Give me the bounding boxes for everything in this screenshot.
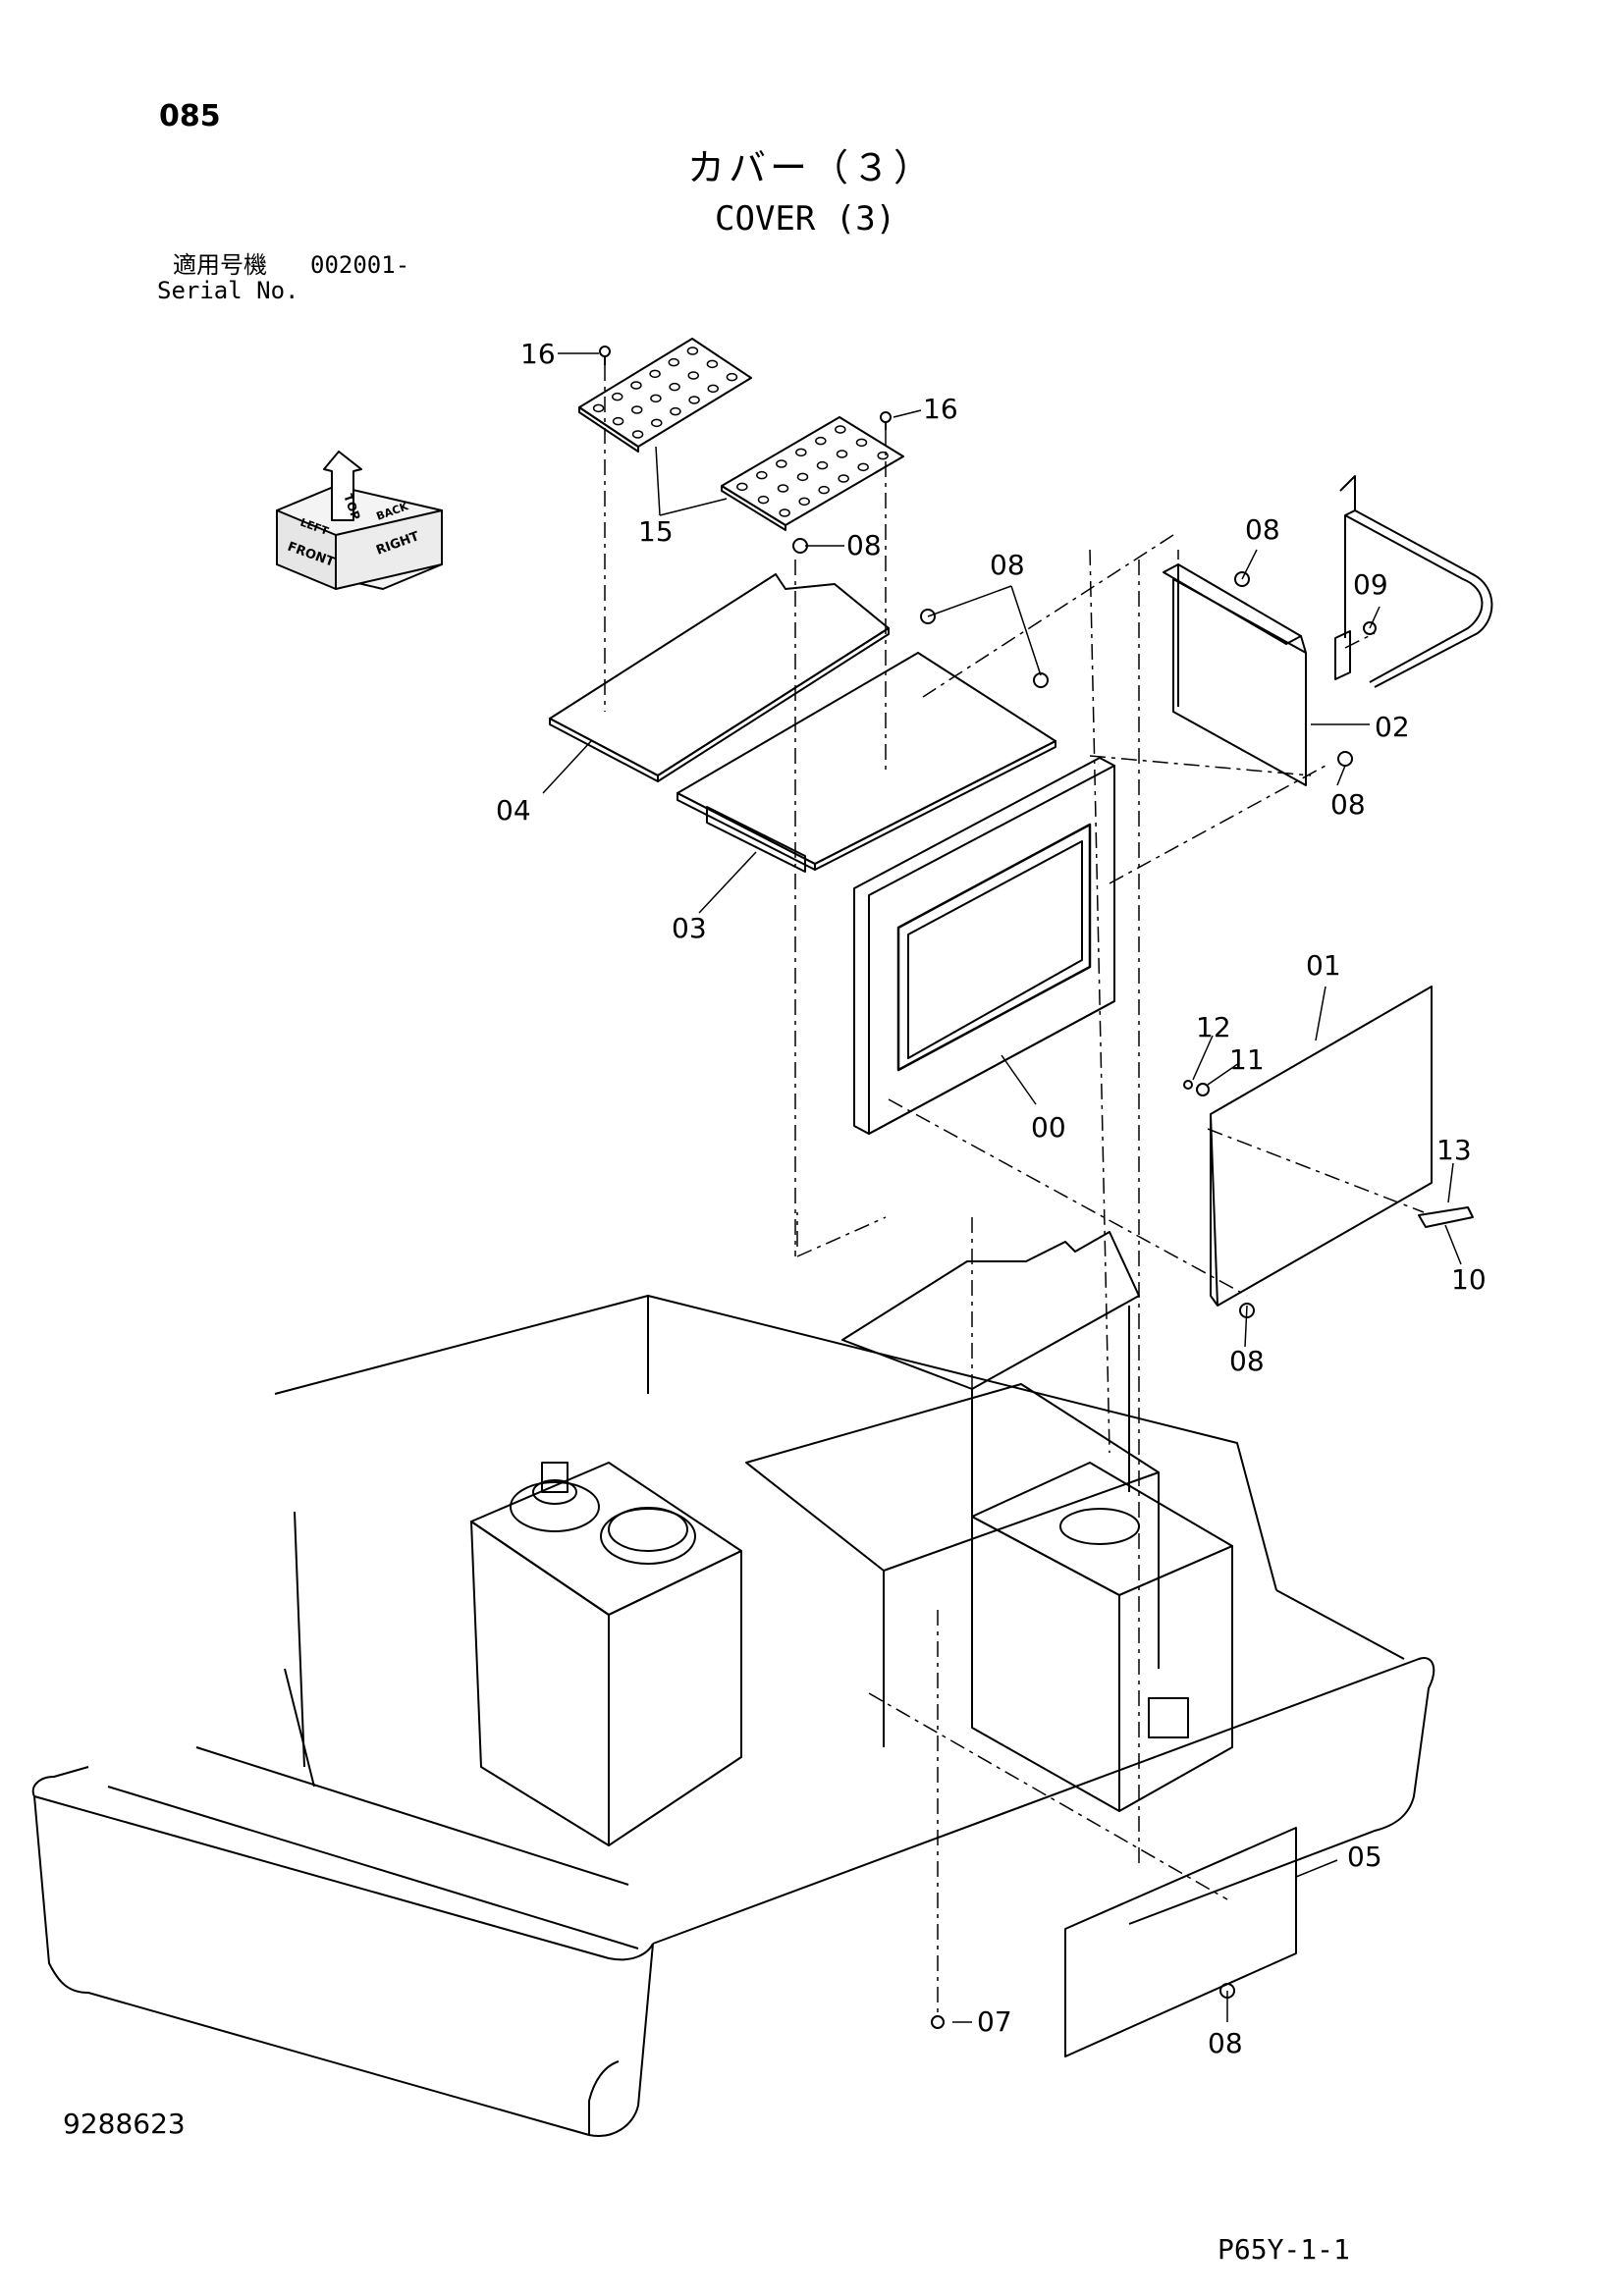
perforation-hole [707, 384, 719, 394]
handrail-09 [1334, 475, 1493, 688]
perforation-hole [815, 436, 827, 446]
perforation-hole [631, 405, 643, 414]
callout-02: 02 [1375, 711, 1410, 743]
serial-label-english: Serial No. [157, 277, 299, 304]
title-japanese: カバー（３） [687, 146, 936, 189]
perforated-plate-lower [721, 416, 904, 531]
callout-05: 05 [1347, 1841, 1382, 1873]
serial-label-japanese: 適用号機 [173, 251, 267, 279]
perforation-hole [776, 459, 787, 468]
nuts-08 [792, 538, 1377, 2029]
perforation-hole [855, 438, 868, 448]
perforation-hole [877, 451, 889, 460]
perforation-hole [631, 430, 644, 439]
callout-10: 10 [1451, 1263, 1487, 1296]
perforation-hole [779, 508, 790, 517]
perforation-hole [816, 460, 829, 470]
bolt-16 [599, 346, 892, 430]
frame-00 [853, 757, 1115, 1135]
perforation-hole [630, 381, 642, 390]
cover-plate-04 [549, 573, 890, 782]
perforation-hole [836, 450, 848, 458]
callout-16-upper: 16 [520, 338, 556, 370]
cover-plate-05 [1064, 1827, 1297, 2057]
callout-13: 13 [1436, 1134, 1472, 1166]
callout-03: 03 [672, 912, 707, 944]
perforation-hole [669, 382, 680, 392]
tool-box [971, 1462, 1233, 1812]
perforation-hole [726, 372, 738, 382]
perforation-hole [688, 396, 700, 404]
main-frame-chassis [31, 1295, 1435, 2137]
cover-plate-03 [677, 652, 1056, 873]
perforation-hole [818, 485, 830, 495]
callout-08-d: 08 [1330, 788, 1366, 821]
callout-01: 01 [1306, 949, 1341, 982]
perforation-hole [795, 448, 807, 457]
callout-08-f: 08 [1208, 2027, 1243, 2059]
perforation-hole [668, 357, 679, 367]
callout-07: 07 [977, 2005, 1012, 2038]
callout-08-e: 08 [1229, 1345, 1265, 1377]
perforation-hole [649, 369, 661, 379]
serial-range: 002001- [310, 251, 410, 279]
callout-11: 11 [1229, 1043, 1265, 1076]
assembly-lines [604, 365, 1425, 2012]
perforation-hole [592, 403, 605, 413]
callout-12: 12 [1196, 1011, 1231, 1043]
perforated-plate-upper [578, 338, 752, 453]
perforation-hole [835, 425, 846, 434]
perforation-hole [686, 347, 699, 355]
callout-08-a: 08 [846, 529, 882, 561]
perforation-hole [651, 418, 663, 428]
perforation-hole [777, 484, 789, 493]
callout-08-b: 08 [990, 549, 1025, 581]
handle-10 [1418, 1206, 1474, 1228]
cover-plate-01 [1210, 986, 1433, 1307]
perforation-hole [670, 406, 681, 416]
perforation-hole [706, 359, 719, 369]
callout-04: 04 [496, 794, 531, 827]
callout-00: 00 [1031, 1111, 1066, 1144]
perforation-hole [796, 472, 809, 482]
title-english: COVER (3) [715, 199, 896, 239]
orientation-icon: FRONT RIGHT TOP LEFT BACK [276, 451, 443, 590]
perforation-hole [757, 495, 770, 505]
page-code: P65Y-1-1 [1218, 2233, 1350, 2266]
bracket-02 [1163, 563, 1307, 786]
callout-09: 09 [1353, 568, 1388, 601]
callout-16-lower: 16 [923, 393, 958, 425]
perforation-hole [612, 416, 624, 426]
document-number: 9288623 [63, 2108, 186, 2140]
perforation-hole [838, 474, 849, 483]
callout-15: 15 [638, 515, 674, 548]
page-number: 085 [159, 99, 221, 133]
oil-tank [470, 1462, 742, 1846]
support-bracket [841, 1231, 1140, 1728]
perforation-hole [612, 392, 623, 401]
perforation-hole [756, 470, 768, 480]
perforation-hole [798, 497, 810, 507]
perforation-hole [736, 482, 748, 492]
perforation-hole [857, 462, 869, 472]
perforation-hole [650, 394, 662, 403]
callout-08-c: 08 [1245, 513, 1280, 546]
leader-lines [542, 352, 1462, 2023]
perforation-holes [592, 347, 889, 517]
perforation-hole [687, 371, 699, 380]
